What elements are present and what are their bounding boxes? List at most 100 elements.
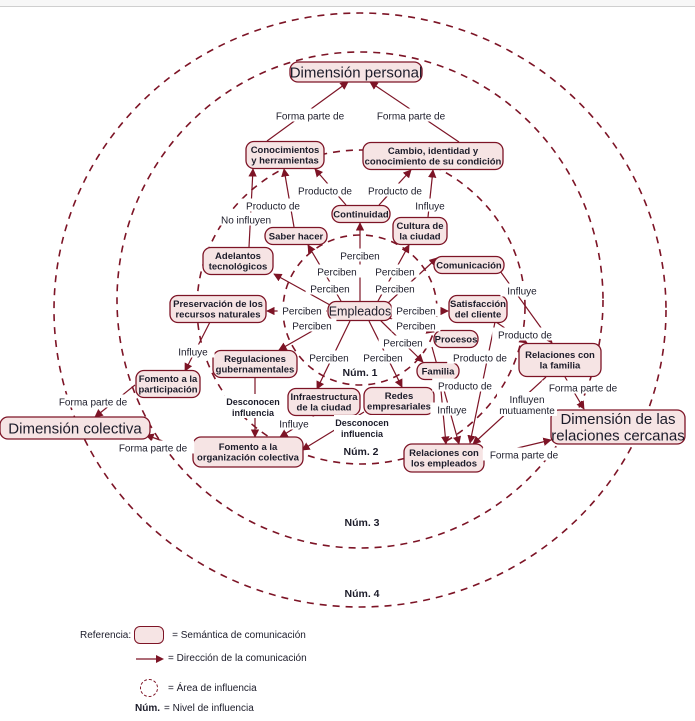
- node-label: organización colectiva: [197, 453, 300, 464]
- edge-arrow-empleados-to-adelantos: [273, 273, 331, 306]
- node-comunicacion: Comunicación: [433, 255, 505, 275]
- edge-label: Influye: [507, 287, 537, 298]
- node-continuidad: Continuidad: [331, 204, 391, 224]
- edge-label: No influyen: [221, 216, 271, 227]
- node-label: Regulaciones: [224, 354, 286, 365]
- node-procesos: Procesos: [433, 329, 479, 349]
- node-label: los empleados: [411, 459, 477, 470]
- node-label: del cliente: [455, 310, 501, 321]
- node-label: participación: [138, 385, 197, 396]
- node-dim-personal: Dimensión personal: [289, 61, 423, 83]
- node-familia: Familia: [416, 361, 460, 381]
- edge-label: Forma parte de: [490, 451, 559, 462]
- node-label: Cultura de: [397, 221, 444, 232]
- edge-arrow-empleados-to-comunicacion: [387, 257, 438, 304]
- node-label: Saber hacer: [269, 231, 324, 242]
- edge-label: Forma parte de: [549, 384, 618, 395]
- node-label: de la ciudad: [297, 403, 352, 414]
- ring-level-label: Núm. 3: [344, 517, 379, 529]
- edge-label: Forma parte de: [276, 112, 345, 123]
- edge-label: Influye: [437, 406, 467, 417]
- edge-label: Perciben: [375, 268, 414, 279]
- node-label: Cambio, identidad y: [388, 146, 479, 157]
- edge-label: Perciben: [396, 322, 435, 333]
- node-cultura: Cultura dela ciudad: [392, 216, 448, 246]
- edge-label: Perciben: [340, 252, 379, 263]
- edge-label: Influye: [279, 420, 309, 431]
- node-label: Continuidad: [333, 209, 389, 220]
- legend-num-symbol: Núm.: [135, 703, 160, 714]
- node-label: Dimensión de las: [560, 411, 675, 428]
- node-label: Preservación de los: [173, 299, 263, 310]
- edge-label: Forma parte de: [59, 398, 128, 409]
- legend-row-area: = Área de influencia: [140, 679, 257, 697]
- edge-label: Producto de: [298, 187, 352, 198]
- edge-label: Perciben: [310, 285, 349, 296]
- edge-labels: Forma parte de Forma parte de Producto de P…: [51, 108, 625, 462]
- edge-label: Forma parte de: [119, 444, 188, 455]
- edge-label: Producto de: [453, 354, 507, 365]
- edge-label: Desconocen: [335, 418, 389, 428]
- edge-label: influencia: [341, 429, 384, 439]
- edge-label: Perciben: [396, 307, 435, 318]
- edge-label: Perciben: [375, 285, 414, 296]
- influence-ring-2: [196, 149, 526, 465]
- legend-label: = Dirección de la comunicación: [168, 653, 307, 664]
- arrow-icon: [136, 654, 164, 664]
- node-label: conocimiento de su condición: [365, 157, 502, 168]
- edge-label: Forma parte de: [377, 112, 446, 123]
- edge-label: Desconocen: [226, 397, 280, 407]
- legend-title: Referencia:: [80, 629, 132, 641]
- edge-label: Perciben: [317, 268, 356, 279]
- influence-ring-3: [116, 51, 604, 549]
- legend-label: = Semántica de comunicación: [172, 629, 306, 641]
- top-toolbar-strip: [0, 0, 695, 7]
- edge-label: Producto de: [438, 382, 492, 393]
- edge-label: Producto de: [498, 331, 552, 342]
- node-label: Relaciones con: [409, 448, 479, 459]
- node-label: tecnológicos: [209, 262, 268, 273]
- node-label: y herramientas: [251, 156, 319, 167]
- node-label: Procesos: [435, 334, 478, 345]
- node-label: la familia: [540, 361, 581, 372]
- legend-label: = Área de influencia: [168, 682, 257, 694]
- dashed-circle-icon: [140, 679, 158, 697]
- legend-row-direction: = Dirección de la comunicación: [136, 653, 307, 664]
- legend-row-level: Núm. = Nivel de influencia: [135, 703, 254, 714]
- edge-label: Producto de: [368, 187, 422, 198]
- node-label: Fomento a la: [139, 374, 198, 385]
- influence-ring-4: [53, 12, 667, 608]
- edge-label: Perciben: [363, 354, 402, 365]
- node-label: empresariales: [367, 402, 431, 413]
- edge-label: Producto de: [246, 202, 300, 213]
- node-label: Conocimientos: [251, 145, 320, 156]
- node-box-icon: [134, 626, 165, 644]
- node-label: Empleados: [329, 304, 392, 318]
- node-label: Fomento a la: [219, 442, 278, 453]
- node-dim-colectiva: Dimensión colectiva: [0, 416, 151, 440]
- edge-label: Perciben: [292, 322, 331, 333]
- ring-level-label: Núm. 1: [342, 367, 377, 379]
- edge-label: influencia: [232, 408, 275, 418]
- edge-label: mutuamente: [499, 406, 555, 417]
- node-label: la ciudad: [399, 232, 440, 243]
- node-label: recursos naturales: [175, 310, 260, 321]
- node-label: Familia: [422, 366, 455, 377]
- node-label: Dimensión personal: [290, 64, 423, 81]
- ring-level-label: Núm. 4: [344, 588, 379, 600]
- legend-label: = Nivel de influencia: [164, 703, 254, 714]
